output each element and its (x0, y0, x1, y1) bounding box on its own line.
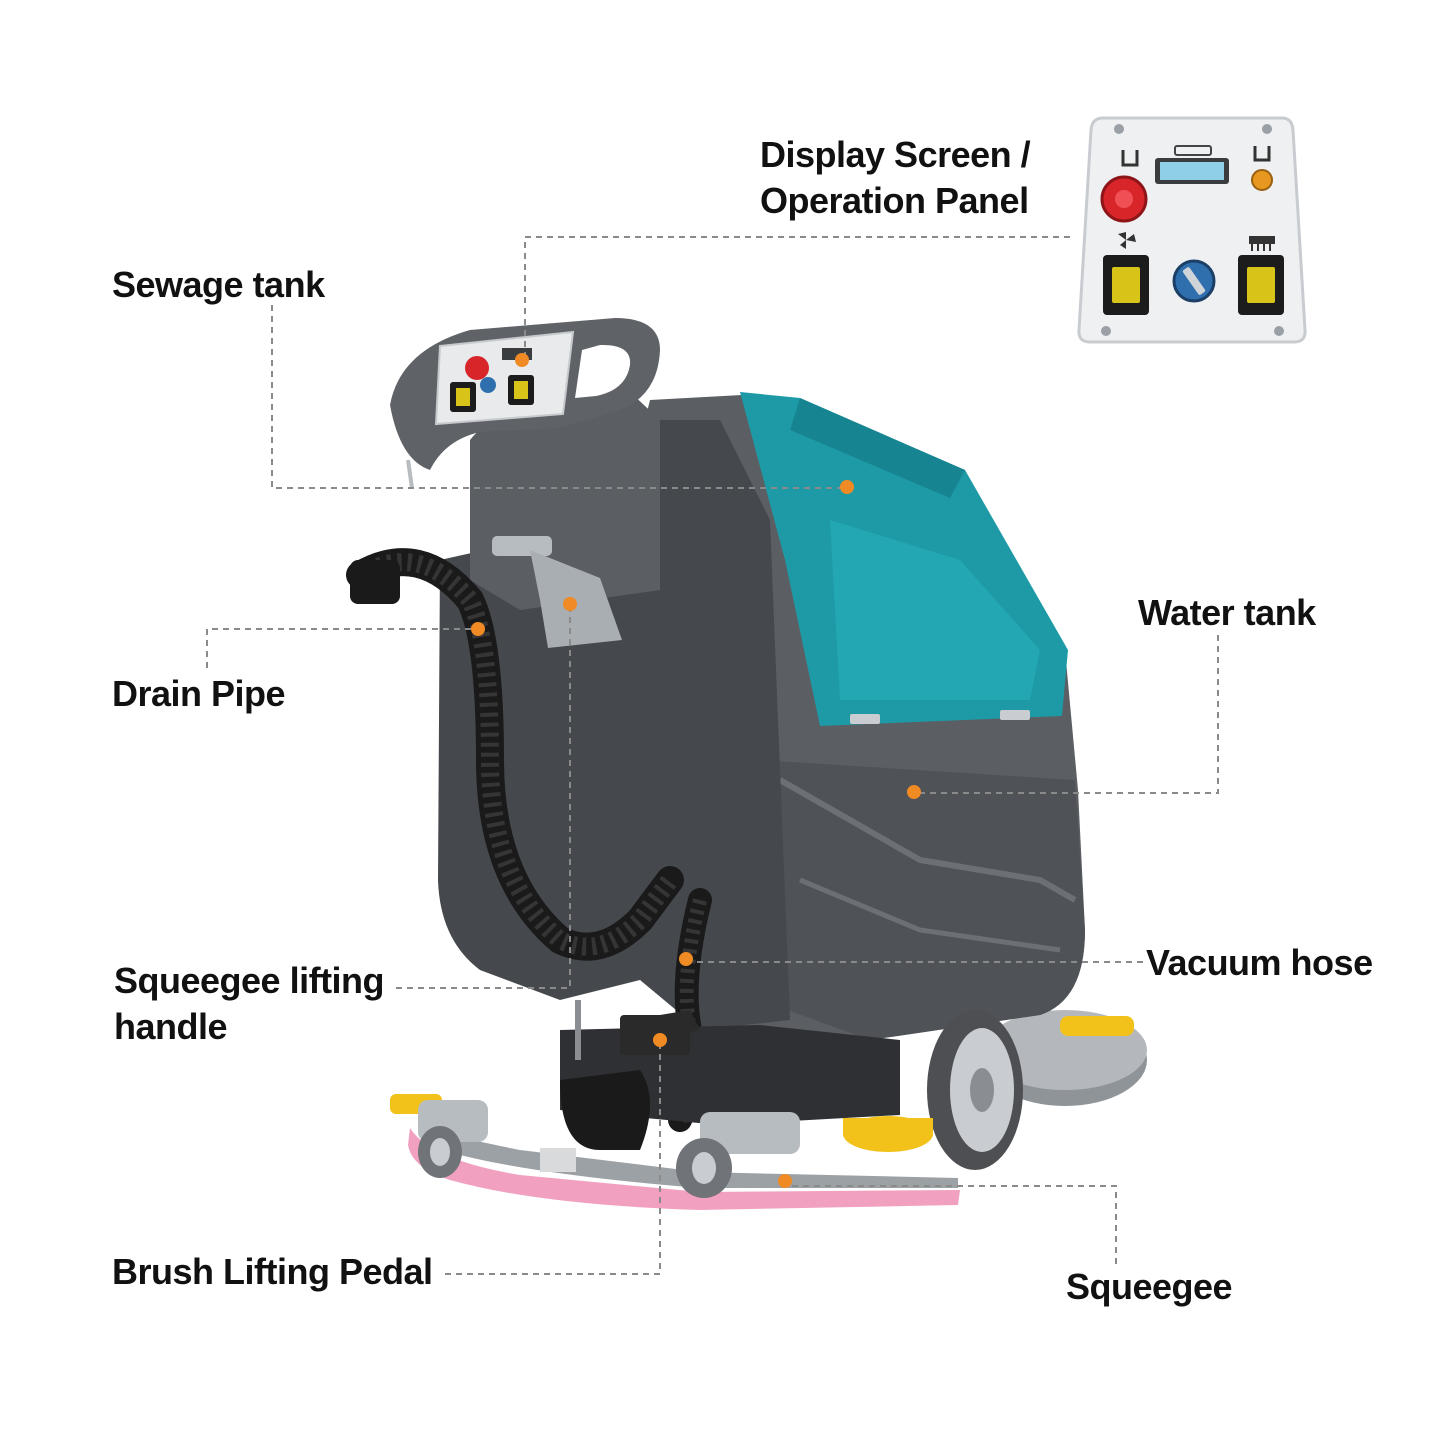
marker-squeegee (778, 1174, 792, 1188)
leader-lines (206, 236, 1219, 1275)
leader-sewage (271, 305, 847, 489)
label-sewage-tank: Sewage tank (112, 264, 325, 305)
panel-screw-icon (1114, 124, 1124, 134)
label-drain-pipe: Drain Pipe (112, 673, 286, 714)
leader-squeegee (785, 1185, 1117, 1264)
panel-screw-icon (1262, 124, 1272, 134)
scrubber-machine (346, 318, 1147, 1210)
marker-squeegee-handle (563, 597, 577, 611)
label-water-tank: Water tank (1138, 592, 1316, 633)
operation-panel-inset (1077, 116, 1307, 344)
label-display-line2: Operation Panel (760, 180, 1029, 221)
label-display-line1: Display Screen / (760, 134, 1031, 175)
label-brush-lifting-pedal: Brush Lifting Pedal (112, 1251, 433, 1292)
label-squeegee-handle-line1: Squeegee lifting (114, 960, 385, 1001)
label-squeegee-handle-line2: handle (114, 1006, 228, 1047)
indicator-light-icon (1251, 169, 1273, 191)
clean-water-icon (1121, 150, 1139, 167)
leader-squeegee-handle (396, 604, 571, 989)
leader-water (914, 635, 1219, 794)
marker-display (515, 353, 529, 367)
label-squeegee-lifting-handle: Squeegee lifting handle (114, 958, 385, 1050)
label-display-screen: Display Screen / Operation Panel (760, 132, 1031, 224)
leader-pedal (445, 1040, 661, 1275)
battery-icon (1174, 145, 1212, 156)
panel-screw-icon (1274, 326, 1284, 336)
marker-vacuum (679, 952, 693, 966)
panel-screw-icon (1101, 326, 1111, 336)
label-squeegee: Squeegee (1066, 1266, 1233, 1307)
leader-drain (206, 628, 476, 668)
marker-water (907, 785, 921, 799)
marker-drain (471, 622, 485, 636)
marker-dots (471, 353, 921, 1188)
label-vacuum-hose: Vacuum hose (1146, 942, 1373, 983)
fan-icon (1118, 232, 1136, 249)
dirty-water-icon (1253, 146, 1271, 162)
leader-display (524, 236, 1070, 358)
brush-icon (1249, 236, 1275, 251)
marker-sewage (840, 480, 854, 494)
marker-pedal (653, 1033, 667, 1047)
